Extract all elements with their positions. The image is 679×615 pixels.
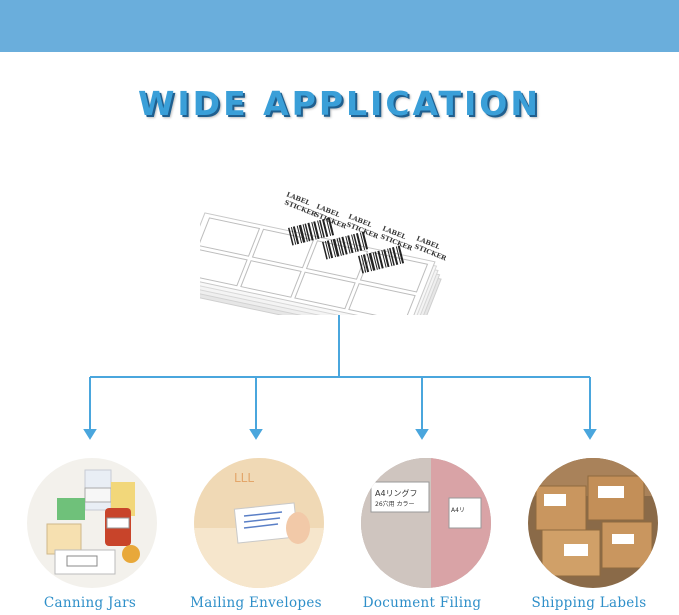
label-sheet-illustration: LABEL STICKER LABEL STICKER LABEL STICKE… xyxy=(178,170,480,345)
application-label-canning-jars: Canning Jars xyxy=(43,595,137,611)
top-banner xyxy=(0,0,679,52)
page-title: WIDE APPLICATION xyxy=(138,84,541,123)
document-filing-photo: A4リングフ 26穴用 カラー A4リ xyxy=(361,458,491,588)
canning-jars-photo xyxy=(27,458,157,588)
application-label-mailing-envelopes: Mailing Envelopes xyxy=(190,595,322,611)
application-label-document-filing: Document Filing xyxy=(362,595,482,611)
photo-text-line-1: A4リングフ xyxy=(375,488,418,498)
svg-text:A4リ: A4リ xyxy=(451,507,465,514)
photo-text-line-2: 26穴用 カラー xyxy=(375,500,415,508)
shipping-labels-photo xyxy=(528,458,658,588)
mailing-envelopes-photo: LLL xyxy=(194,458,324,588)
svg-text:LLL: LLL xyxy=(234,471,254,485)
application-label-shipping-labels: Shipping Labels xyxy=(531,595,647,611)
